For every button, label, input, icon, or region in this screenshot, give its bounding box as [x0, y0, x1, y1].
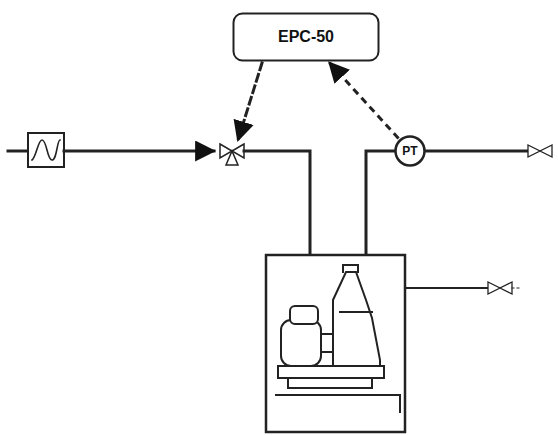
- pipe: [426, 150, 528, 153]
- three-way-valve-symbol: [226, 151, 238, 165]
- heat-exchanger-symbol: [28, 133, 64, 167]
- node-label: PT: [402, 144, 417, 158]
- pipe: [405, 287, 488, 289]
- valve-symbol: [528, 145, 552, 157]
- pipe: [8, 150, 28, 153]
- heat-exchanger-symbol: [32, 140, 60, 160]
- pipe: [366, 151, 394, 255]
- pipe: [512, 288, 520, 289]
- control-signal-line: [238, 63, 262, 140]
- pipe: [244, 151, 310, 255]
- pipe: [64, 150, 214, 153]
- node-label: EPC-50: [278, 28, 334, 46]
- controller-box: EPC-50: [232, 12, 380, 62]
- compressor-figure: [276, 265, 400, 412]
- signal-connector: [329, 63, 398, 139]
- valve-symbol: [488, 282, 512, 294]
- transmitter-circle: PT: [394, 135, 426, 167]
- compressor-skid: [266, 255, 405, 432]
